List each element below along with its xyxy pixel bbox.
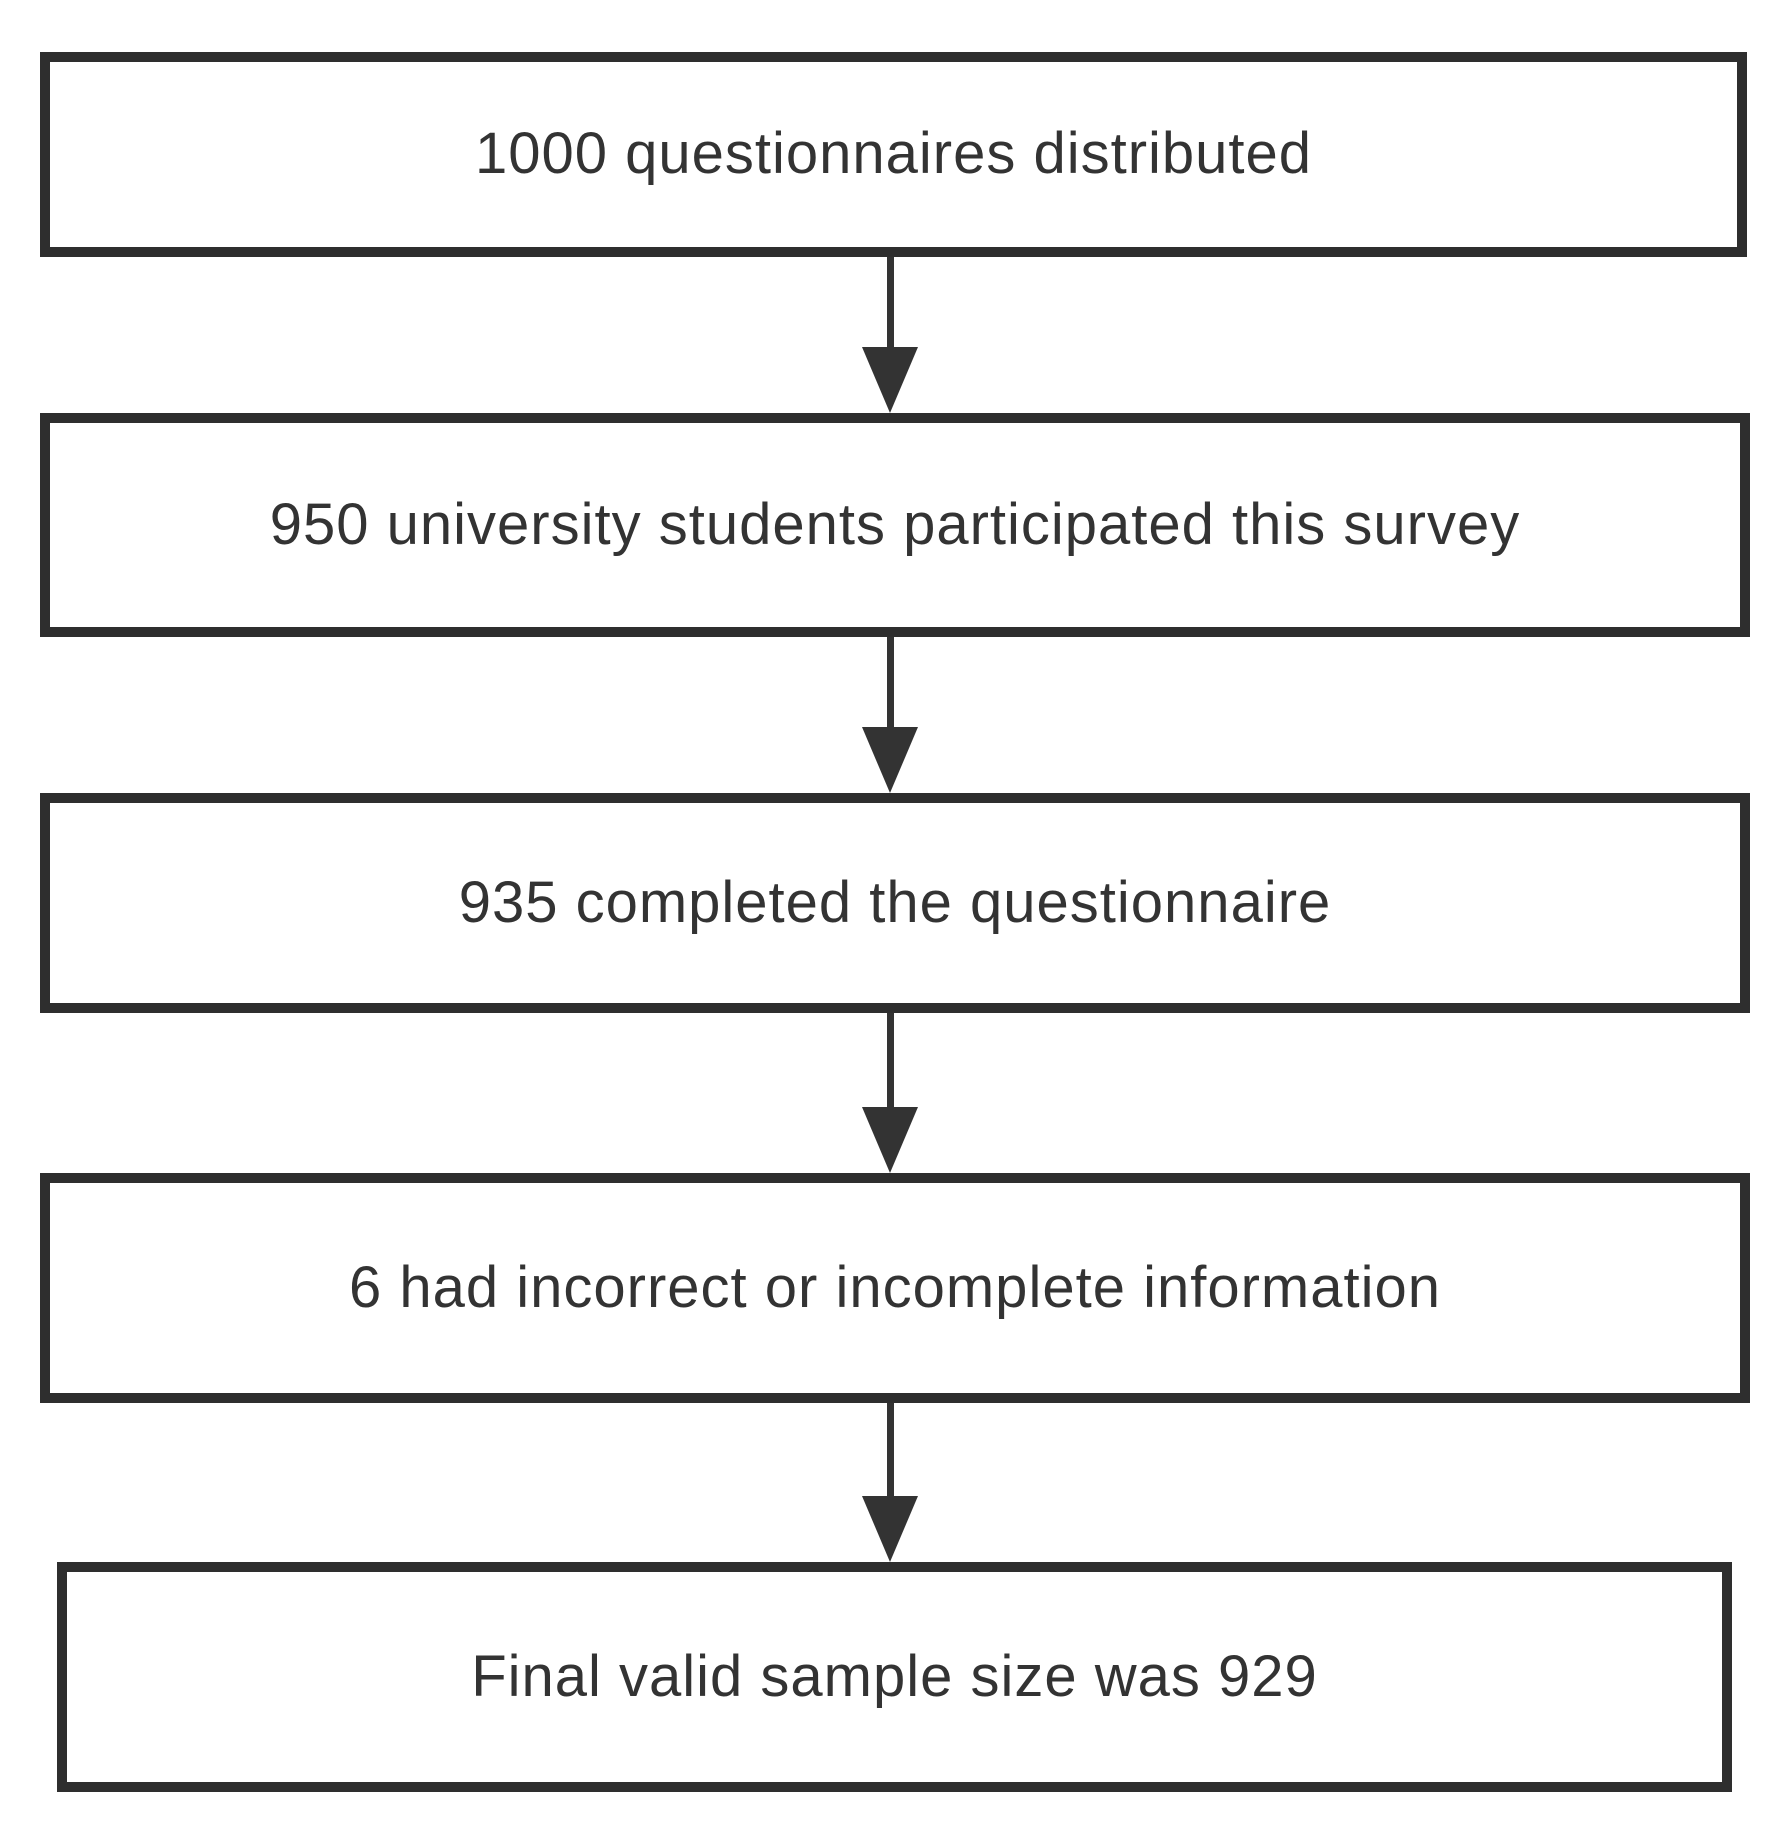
arrow-down-icon xyxy=(862,727,918,793)
flow-step-label: 6 had incorrect or incomplete informatio… xyxy=(349,1254,1441,1320)
flow-step-1-questionnaires-distributed: 1000 questionnaires distributed xyxy=(40,52,1747,257)
flow-step-label: 935 completed the questionnaire xyxy=(458,869,1332,935)
flow-arrow-2 xyxy=(862,637,918,793)
flow-step-label: Final valid sample size was 929 xyxy=(471,1643,1318,1709)
arrow-down-icon xyxy=(862,1107,918,1173)
arrow-stem xyxy=(886,257,894,347)
arrow-stem xyxy=(886,1013,894,1107)
arrow-stem xyxy=(886,637,894,727)
flow-step-4-incorrect-incomplete: 6 had incorrect or incomplete informatio… xyxy=(40,1173,1750,1403)
arrow-down-icon xyxy=(862,1496,918,1562)
arrow-down-icon xyxy=(862,347,918,413)
flow-arrow-4 xyxy=(862,1403,918,1562)
flow-arrow-1 xyxy=(862,257,918,413)
flow-step-label: 1000 questionnaires distributed xyxy=(474,121,1313,187)
flow-arrow-3 xyxy=(862,1013,918,1173)
flow-step-label: 950 university students participated thi… xyxy=(269,491,1521,557)
flow-step-2-students-participated: 950 university students participated thi… xyxy=(40,413,1750,637)
arrow-stem xyxy=(886,1403,894,1496)
flow-step-5-final-sample-size: Final valid sample size was 929 xyxy=(57,1562,1732,1792)
flow-step-3-completed-questionnaire: 935 completed the questionnaire xyxy=(40,793,1750,1013)
